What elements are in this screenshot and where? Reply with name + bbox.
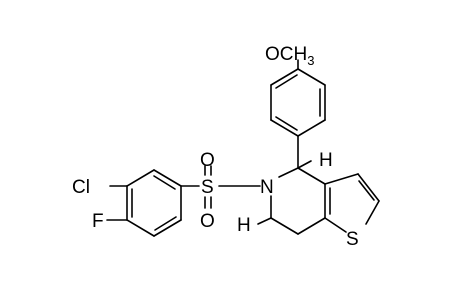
bond-ring-a-4-inner xyxy=(275,116,298,131)
bond-c4-h xyxy=(297,160,312,169)
bonds xyxy=(106,59,380,237)
bond-c2-s xyxy=(365,200,380,225)
bond-c7-c6 xyxy=(270,217,299,235)
bond-ring-b-1-inner xyxy=(153,175,176,190)
h-label-c4: H xyxy=(319,150,333,171)
bond-c3a-c3 xyxy=(324,173,359,185)
o-label-top: O xyxy=(200,150,215,171)
bond-ring-b-5-inner xyxy=(154,216,177,231)
o-label-bottom: O xyxy=(200,211,215,232)
bond-c4-c3a xyxy=(297,167,326,185)
h-label-c6: H xyxy=(237,215,251,236)
bond-ring-b-4 xyxy=(126,219,155,237)
f-label: F xyxy=(92,211,104,232)
bond-ring-a-1 xyxy=(297,68,326,86)
atom-labels: OCH3 H N H S S O O Cl F xyxy=(72,44,359,250)
bond-c6-h xyxy=(257,217,272,225)
bond-ring-b-2 xyxy=(126,169,155,187)
bond-ring-a-4 xyxy=(270,119,299,137)
bond-ring-a-3 xyxy=(297,119,326,137)
bond-n-c4 xyxy=(278,167,299,178)
bond-c3-c2 xyxy=(357,173,380,202)
bond-c7a-c7 xyxy=(297,217,326,235)
bond-ring-a-6 xyxy=(270,68,299,86)
bond-ring-b-5 xyxy=(153,219,182,237)
s-label-thiophene: S xyxy=(346,229,359,250)
bond-ring-a-6-inner xyxy=(275,74,298,89)
cl-label: Cl xyxy=(72,177,90,198)
methoxy-label: OCH3 xyxy=(265,44,314,68)
s-label-sulfonyl: S xyxy=(201,177,214,198)
bond-s-c7a xyxy=(324,217,347,233)
bond-ring-b-1 xyxy=(153,169,182,187)
n-label: N xyxy=(260,177,274,198)
bond-c3-c2-inner xyxy=(358,180,375,201)
